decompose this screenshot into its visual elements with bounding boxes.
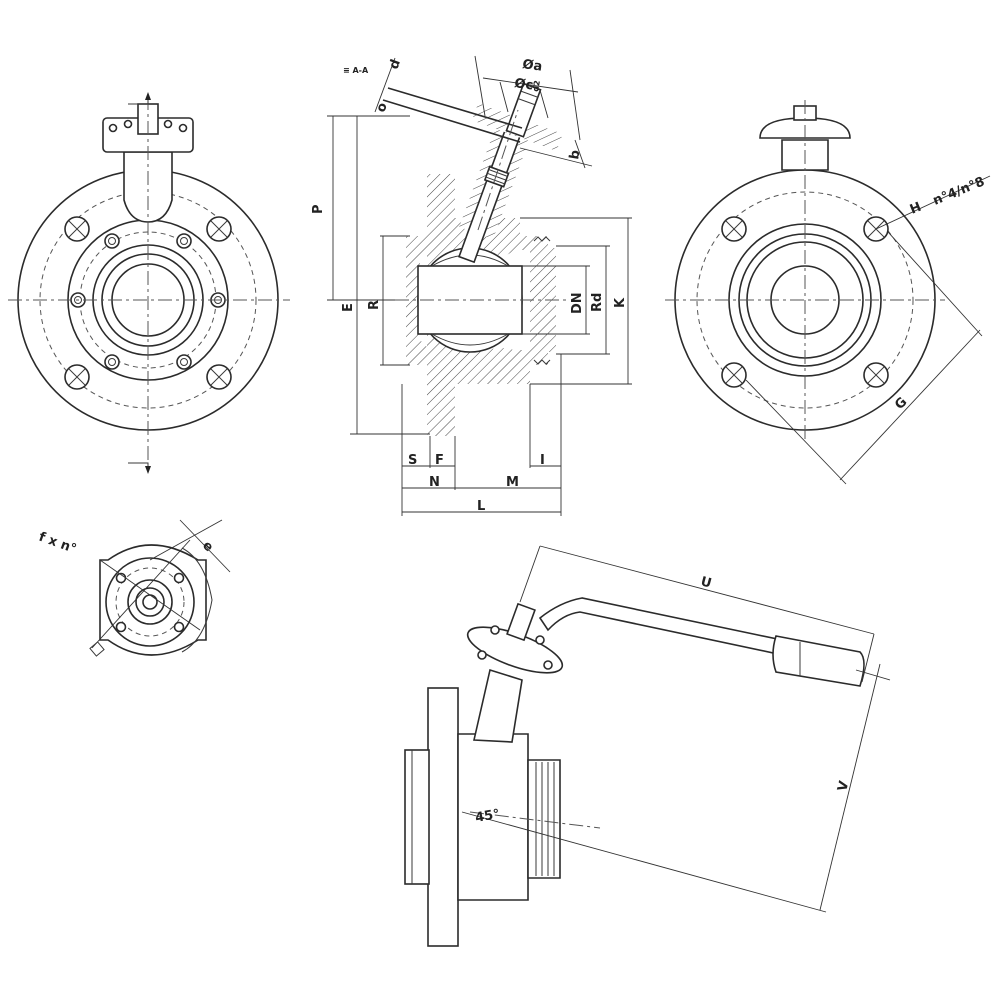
dim-label-c-sub: d2 — [531, 80, 542, 93]
rear-bolt-holes — [721, 216, 889, 388]
thread-bottom — [533, 359, 551, 365]
section-view: P E R DN Rd K S F I N M L Øa Øc d2 b d o… — [311, 55, 632, 516]
front-view — [8, 92, 290, 474]
dim-label-angle: 45° — [474, 807, 501, 826]
iso-dim-U — [539, 545, 875, 635]
dim-label-R: R — [367, 300, 382, 310]
dim-label-H: H — [908, 200, 924, 218]
iso-end-cap — [404, 749, 430, 885]
front-inner-bolts — [70, 233, 226, 370]
dim-label-b: b — [567, 149, 583, 161]
front-outer-bolt-holes — [64, 216, 232, 390]
tiny-mark: ≡ A-A — [343, 66, 369, 75]
dim-label-N: N — [429, 475, 440, 490]
rear-dim-G — [839, 329, 981, 481]
section-body-bottom — [455, 348, 530, 384]
dim-label-S: S — [408, 453, 417, 468]
dim-label-DN: DN — [570, 292, 585, 314]
rear-bolt-circle — [696, 191, 914, 409]
top-view: f x n° e — [37, 519, 231, 657]
dim-label-P: P — [311, 204, 326, 214]
iso-handle — [538, 597, 784, 655]
dim-label-e: e — [199, 538, 216, 555]
dim-label-Rd: Rd — [590, 293, 605, 312]
dim-label-a: Øa — [521, 57, 543, 75]
iso-thread-lines — [535, 762, 555, 876]
dim-label-I: I — [540, 453, 545, 468]
iso-threaded-end — [527, 759, 561, 879]
dim-label-d: d — [387, 57, 404, 71]
thread-top — [533, 236, 551, 242]
dim-label-G: G — [892, 395, 910, 413]
rear-leader-H — [875, 175, 991, 230]
dim-label-o: o — [374, 101, 391, 115]
dim-label-E: E — [341, 303, 356, 312]
top-view-flange — [105, 557, 195, 647]
iso-view: U V 45° — [404, 545, 891, 947]
front-stem-neck — [123, 151, 173, 223]
top-view-body — [99, 544, 207, 656]
dim-label-c: Øc — [513, 76, 534, 93]
dim-label-fxn: f x n° — [37, 530, 79, 557]
dim-label-M: M — [506, 475, 519, 490]
rear-view: H n°4/n°8 G — [665, 100, 991, 485]
dim-label-V: V — [835, 780, 852, 793]
dim-label-n4n8: n°4/n°8 — [931, 174, 987, 208]
iso-handle-grip — [772, 635, 865, 687]
dim-label-F: F — [435, 453, 444, 468]
dim-label-K: K — [613, 297, 628, 308]
dim-label-L: L — [477, 499, 485, 514]
iso-stem — [506, 602, 536, 642]
iso-stem-housing — [473, 668, 523, 743]
iso-flange — [427, 687, 459, 947]
top-view-stem — [142, 594, 158, 610]
dim-label-U: U — [699, 574, 713, 591]
iso-dim-V — [819, 663, 881, 911]
